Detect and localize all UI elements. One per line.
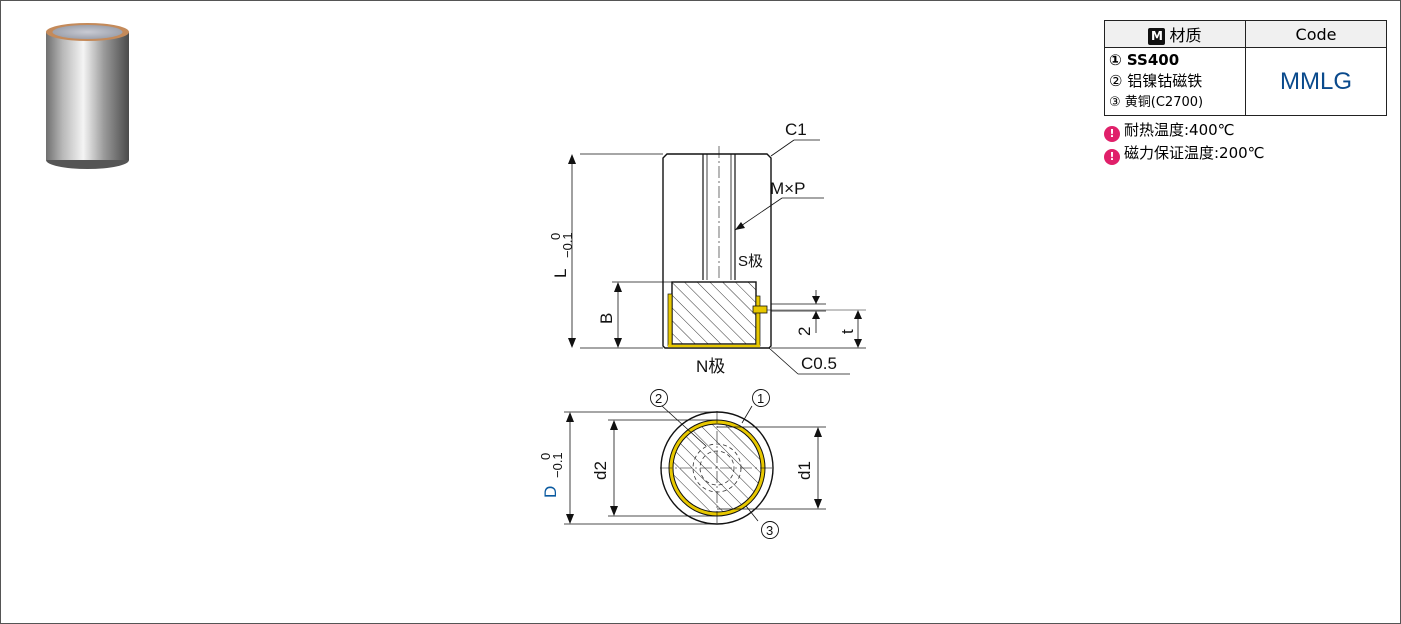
callout-3: 3	[766, 523, 773, 538]
material-item: ③ 黄铜(C2700)	[1109, 95, 1204, 110]
svg-text:−0.1: −0.1	[560, 232, 575, 258]
svg-text:0: 0	[538, 453, 553, 460]
d-dimension-label: D 0 −0.1	[538, 452, 565, 498]
svg-text:d2: d2	[591, 461, 610, 480]
svg-text:t: t	[838, 329, 857, 334]
heat-resistance-note: !耐热温度:400℃	[1104, 119, 1387, 142]
c1-label: C1	[785, 120, 807, 139]
mxp-label: M×P	[770, 179, 805, 198]
svg-text:D: D	[541, 486, 560, 498]
thermometer-icon: !	[1104, 126, 1120, 142]
d2-dimension-label: d2	[591, 461, 610, 480]
callout-2: 2	[655, 391, 662, 406]
technical-drawing: C1 M×P S极 N极 C0.5 L 0 −0.1 B 2 t	[538, 120, 866, 539]
svg-text:L: L	[551, 269, 570, 278]
l-dimension-label: L 0 −0.1	[548, 232, 575, 278]
callout-1: 1	[757, 391, 764, 406]
two-dimension-label: 2	[795, 327, 814, 336]
side-view: C1 M×P S极 N极 C0.5 L 0 −0.1 B 2 t	[548, 120, 866, 376]
temperature-notes: !耐热温度:400℃ !磁力保证温度:200℃	[1104, 119, 1387, 165]
material-list: ① SS400 ② 铝镍钴磁铁 ③ 黄铜(C2700)	[1104, 47, 1246, 116]
c05-label: C0.5	[801, 354, 837, 373]
thermometer-icon: !	[1104, 149, 1120, 165]
svg-text:0: 0	[548, 233, 563, 240]
svg-text:B: B	[597, 313, 616, 324]
bottom-view: 2 1 3 D 0 −0.1 d2 d1	[538, 389, 826, 539]
d1-dimension-label: d1	[795, 461, 814, 480]
svg-text:−0.1: −0.1	[550, 452, 565, 478]
svg-text:d1: d1	[795, 461, 814, 480]
n-pole-label: N极	[696, 357, 725, 376]
material-item: ① SS400	[1109, 51, 1180, 69]
code-header: Code	[1245, 20, 1387, 48]
material-item: ② 铝镍钴磁铁	[1109, 72, 1203, 90]
b-dimension-label: B	[597, 313, 616, 324]
s-pole-label: S极	[738, 253, 763, 270]
product-code: MMLG	[1245, 47, 1387, 116]
t-dimension-label: t	[838, 329, 857, 334]
svg-text:2: 2	[795, 327, 814, 336]
material-badge: M	[1148, 28, 1166, 45]
magnetism-guarantee-note: !磁力保证温度:200℃	[1104, 142, 1387, 165]
product-photo	[46, 23, 129, 169]
